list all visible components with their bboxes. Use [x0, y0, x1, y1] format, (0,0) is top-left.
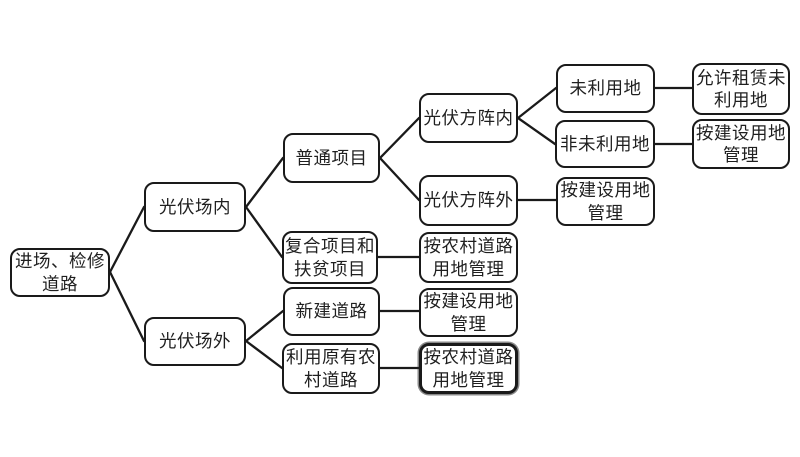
node-pv-array-outside: 光伏方阵外	[419, 175, 518, 226]
edge-array-inside-to-non-unused	[516, 116, 557, 146]
edge-pv-field-outside-to-new-road	[244, 309, 285, 343]
edge-entry-road-to-pv-field-outside	[108, 270, 146, 343]
node-pv-field-inside: 光伏场内	[144, 182, 246, 232]
node-pv-array-inside: 光伏方阵内	[419, 93, 518, 143]
node-composite-poverty-project: 复合项目和 扶贫项目	[282, 231, 378, 284]
edge-ordinary-to-array-inside	[378, 116, 421, 160]
node-entry-maintenance-road: 进场、检修 道路	[10, 248, 110, 297]
edge-pv-field-outside-to-existing	[244, 339, 284, 370]
node-rural-road-mgmt-composite: 按农村道路 用地管理	[419, 232, 518, 283]
node-construction-mgmt-non-unused: 按建设用地 管理	[692, 119, 790, 169]
node-pv-field-outside: 光伏场外	[144, 317, 246, 366]
node-allow-lease-unused-land: 允许租赁未 利用地	[692, 63, 790, 115]
edge-array-inside-to-unused	[516, 86, 558, 120]
node-new-road: 新建道路	[283, 287, 380, 336]
edge-entry-road-to-pv-field-inside	[108, 205, 146, 274]
node-construction-mgmt-array-outside: 按建设用地 管理	[556, 177, 655, 226]
edge-pv-field-inside-to-composite	[244, 205, 284, 259]
node-non-unused-land: 非未利用地	[555, 120, 655, 168]
node-rural-road-mgmt-existing: 按农村道路 用地管理	[419, 343, 518, 394]
node-construction-mgmt-new-road: 按建设用地 管理	[419, 288, 518, 337]
node-unused-land: 未利用地	[556, 64, 655, 113]
edge-pv-field-inside-to-ordinary	[244, 156, 285, 209]
node-existing-rural-road: 利用原有农 村道路	[282, 343, 380, 394]
node-ordinary-project: 普通项目	[283, 133, 380, 183]
edge-ordinary-to-array-outside	[378, 156, 421, 202]
